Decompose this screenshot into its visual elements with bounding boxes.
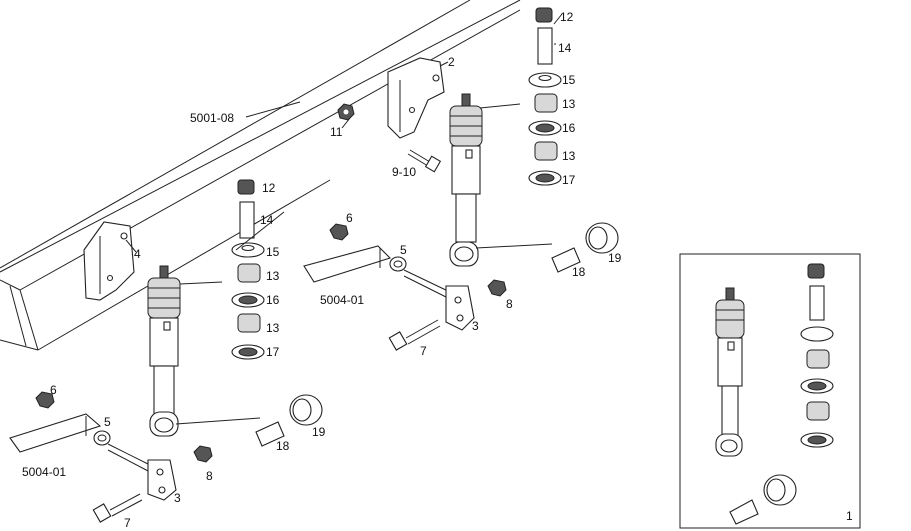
label-left-12: 12 xyxy=(262,181,276,195)
label-bolt-9-10: 9-10 xyxy=(392,165,416,179)
label-bracket-2: 2 xyxy=(448,55,455,69)
shock-absorber-lower xyxy=(147,265,181,437)
label-bracket-4: 4 xyxy=(134,247,141,261)
bracket-4 xyxy=(83,221,135,301)
label-top-14: 14 xyxy=(558,41,572,55)
label-low-7: 7 xyxy=(124,516,131,530)
label-left-15: 15 xyxy=(266,245,280,259)
stack-top xyxy=(528,7,562,186)
label-top-13b: 13 xyxy=(562,149,576,163)
label-left-13b: 13 xyxy=(266,321,280,335)
callout-labels: 5001-08 2 4 11 9-10 12 14 15 13 16 13 17… xyxy=(22,10,853,530)
label-left-16: 16 xyxy=(266,293,280,307)
shock-absorber-upper xyxy=(449,93,483,267)
label-left-14: 14 xyxy=(260,213,274,227)
mount-group-lower xyxy=(9,391,323,523)
label-mid-6: 6 xyxy=(346,211,353,225)
label-frame: 5001-08 xyxy=(190,111,234,125)
label-low-8: 8 xyxy=(206,469,213,483)
label-top-16: 16 xyxy=(562,121,576,135)
label-mid-7: 7 xyxy=(420,344,427,358)
label-mid-3: 3 xyxy=(472,319,479,333)
label-nut-11: 11 xyxy=(330,125,343,139)
label-mid-8: 8 xyxy=(506,297,513,311)
stack-left xyxy=(231,179,265,360)
label-mid-19: 19 xyxy=(608,251,622,265)
label-left-17: 17 xyxy=(266,345,280,359)
label-left-13a: 13 xyxy=(266,269,280,283)
label-top-15: 15 xyxy=(562,73,576,87)
mount-group-middle xyxy=(303,222,619,351)
label-kit: 1 xyxy=(846,509,853,523)
label-top-13a: 13 xyxy=(562,97,576,111)
kit-inset xyxy=(679,253,861,529)
label-mid-plate: 5004-01 xyxy=(320,293,364,307)
bracket-2 xyxy=(387,57,445,139)
label-low-plate: 5004-01 xyxy=(22,465,66,479)
label-low-3: 3 xyxy=(174,491,181,505)
nut-11 xyxy=(337,103,355,121)
label-mid-5: 5 xyxy=(400,243,407,257)
bolt-9-10 xyxy=(407,149,442,173)
label-low-6: 6 xyxy=(50,383,57,397)
leader-lines xyxy=(125,13,563,425)
label-mid-18: 18 xyxy=(572,265,586,279)
label-top-17: 17 xyxy=(562,173,576,187)
label-low-5: 5 xyxy=(104,415,111,429)
label-low-19: 19 xyxy=(312,425,326,439)
label-low-18: 18 xyxy=(276,439,290,453)
label-top-12: 12 xyxy=(560,10,574,24)
